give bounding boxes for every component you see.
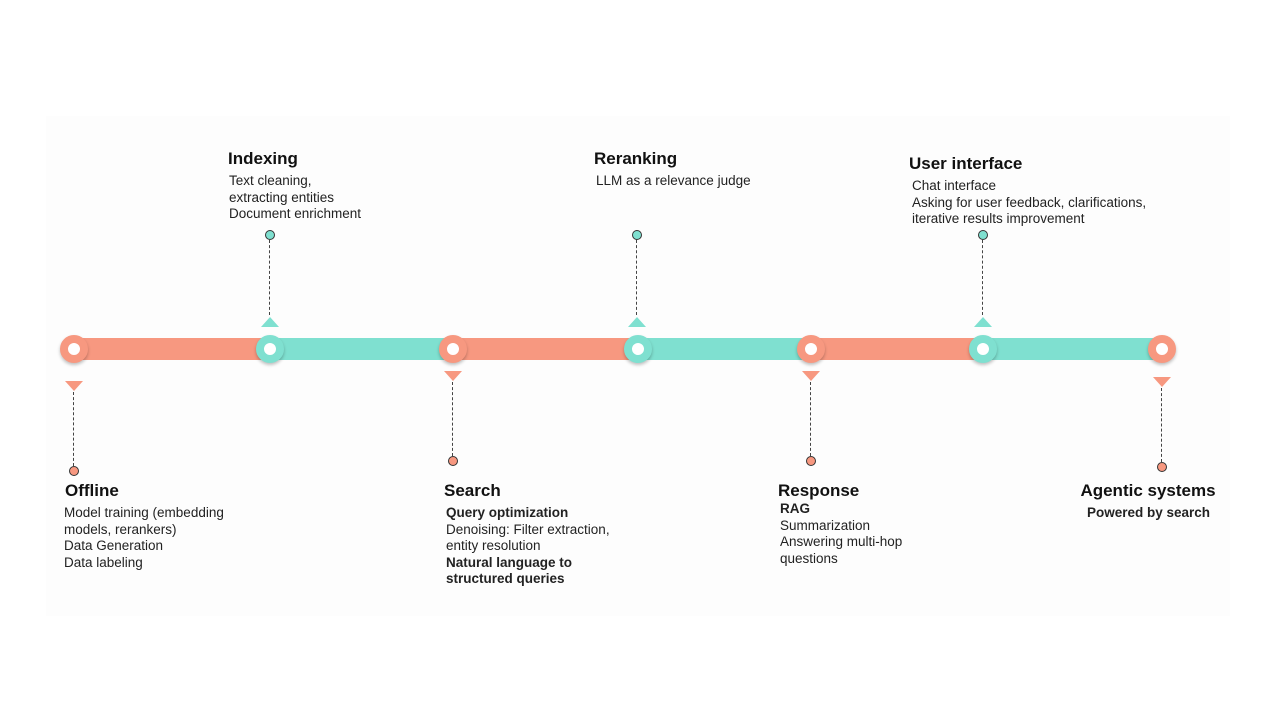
stage-line: iterative results improvement — [912, 211, 1085, 226]
node-response — [797, 335, 825, 363]
stage-line: Model training (embedding — [64, 505, 224, 520]
dot-response — [806, 456, 816, 466]
track-segment-offline — [74, 338, 270, 360]
stage-title: Offline — [65, 481, 119, 500]
stage-response: Response RAG Summarization Answering mul… — [778, 481, 902, 567]
node-agentic — [1148, 335, 1176, 363]
stage-line: structured queries — [446, 571, 565, 586]
stage-indexing: Indexing Text cleaning, extracting entit… — [228, 149, 361, 223]
stage-line: extracting entities — [229, 189, 335, 205]
stage-line: Chat interface — [912, 178, 997, 193]
stage-agentic: Agentic systems Powered by search — [1068, 481, 1228, 522]
connector-search — [452, 382, 453, 456]
track-segment-reranking — [638, 338, 811, 360]
connector-response — [810, 382, 811, 456]
pointer-down-response — [802, 371, 820, 381]
connector-agentic — [1161, 388, 1162, 462]
stage-line: questions — [780, 550, 838, 566]
dot-indexing — [265, 230, 275, 240]
stage-line: Denoising: Filter extraction, — [446, 521, 610, 537]
track-segment-response — [811, 338, 983, 360]
stage-line: Natural language to — [446, 554, 573, 570]
stage-line: Document enrichment — [229, 206, 362, 221]
stage-search: Search Query optimization Denoising: Fil… — [444, 481, 610, 588]
stage-title: Reranking — [594, 149, 678, 168]
stage-offline: Offline Model training (embedding models… — [63, 481, 224, 571]
connector-indexing — [269, 240, 270, 315]
node-indexing — [256, 335, 284, 363]
track-segment-indexing — [270, 338, 453, 360]
node-user-interface — [969, 335, 997, 363]
connector-user-interface — [982, 240, 983, 315]
diagram-panel — [46, 116, 1230, 616]
stage-title: User interface — [909, 154, 1023, 173]
stage-title: Response — [778, 481, 860, 500]
stage-line: entity resolution — [446, 538, 541, 553]
pointer-up-reranking — [628, 317, 646, 327]
stage-line: Query optimization — [446, 505, 569, 520]
stage-user-interface: User interface Chat interface Asking for… — [909, 154, 1146, 228]
stage-line: Powered by search — [1086, 505, 1211, 520]
pointer-down-agentic — [1153, 377, 1171, 387]
dot-offline — [69, 466, 79, 476]
stage-line: LLM as a relevance judge — [596, 173, 751, 188]
pointer-down-offline — [65, 381, 83, 391]
stage-title: Agentic systems — [1080, 481, 1216, 500]
dot-search — [448, 456, 458, 466]
track-segment-user-interface — [983, 338, 1162, 360]
stage-line: Summarization — [780, 517, 871, 533]
track-segment-search — [453, 338, 638, 360]
stage-line: models, rerankers) — [64, 521, 177, 537]
pointer-up-user-interface — [974, 317, 992, 327]
node-search — [439, 335, 467, 363]
stage-title: Indexing — [228, 149, 298, 168]
node-offline — [60, 335, 88, 363]
dot-user-interface — [978, 230, 988, 240]
connector-offline — [73, 392, 74, 466]
stage-line: Data Generation — [64, 538, 164, 553]
pointer-down-search — [444, 371, 462, 381]
connector-reranking — [636, 240, 637, 315]
pointer-up-indexing — [261, 317, 279, 327]
node-reranking — [624, 335, 652, 363]
stage-line: Answering multi-hop — [780, 534, 903, 549]
stage-line: Data labeling — [64, 554, 143, 570]
stage-line: RAG — [780, 501, 810, 516]
stage-line: Text cleaning, — [229, 173, 312, 188]
dot-reranking — [632, 230, 642, 240]
stage-title: Search — [444, 481, 501, 500]
stage-line: Asking for user feedback, clarifications… — [912, 194, 1147, 210]
stage-reranking: Reranking LLM as a relevance judge — [594, 149, 751, 190]
dot-agentic — [1157, 462, 1167, 472]
